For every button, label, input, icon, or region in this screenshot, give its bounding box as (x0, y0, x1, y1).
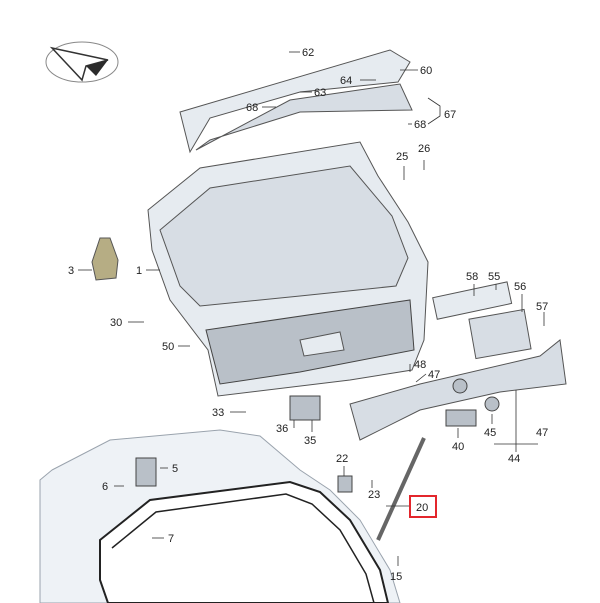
label-68a: 68 (246, 102, 258, 114)
highlight-box-20 (409, 495, 437, 518)
label-44: 44 (508, 453, 520, 465)
trim-panel-44 (349, 339, 567, 441)
latch-35 (289, 395, 321, 421)
label-7: 7 (168, 533, 174, 545)
plate-55 (432, 281, 513, 320)
label-15: 15 (390, 571, 402, 583)
orientation-logo (45, 41, 119, 83)
leader-lines (78, 51, 545, 566)
label-47a: 47 (428, 369, 440, 381)
label-50: 50 (162, 341, 174, 353)
label-47b: 47 (536, 427, 548, 439)
label-3: 3 (68, 265, 74, 277)
label-5: 5 (172, 463, 178, 475)
label-68b: 68 (414, 119, 426, 131)
hinge-5 (135, 457, 157, 487)
plate-56 (468, 308, 532, 360)
label-23: 23 (368, 489, 380, 501)
label-6: 6 (102, 481, 108, 493)
label-62: 62 (302, 47, 314, 59)
label-60: 60 (420, 65, 432, 77)
label-25: 25 (396, 151, 408, 163)
label-67: 67 (444, 109, 456, 121)
label-45: 45 (484, 427, 496, 439)
label-33: 33 (212, 407, 224, 419)
label-63: 63 (314, 87, 326, 99)
label-35: 35 (304, 435, 316, 447)
label-36: 36 (276, 423, 288, 435)
car-body (39, 429, 401, 603)
label-22: 22 (336, 453, 348, 465)
switch-40 (445, 409, 477, 427)
label-26: 26 (418, 143, 430, 155)
callout-labels: 62 60 64 63 68 67 68 26 25 3 1 58 55 56 … (68, 47, 548, 583)
gas-strut-20 (376, 437, 426, 541)
bracket-22 (337, 475, 353, 493)
label-20: 20 (416, 502, 428, 514)
tailgate-1 (147, 141, 429, 397)
label-55: 55 (488, 271, 500, 283)
label-56: 56 (514, 281, 526, 293)
label-1: 1 (136, 265, 142, 277)
label-57: 57 (536, 301, 548, 313)
label-48: 48 (414, 359, 426, 371)
label-40: 40 (452, 441, 464, 453)
label-58: 58 (466, 271, 478, 283)
label-64: 64 (340, 75, 352, 87)
label-30: 30 (110, 317, 122, 329)
camera-45 (484, 396, 500, 412)
spoiler-60 (179, 49, 413, 154)
pouch-3 (91, 237, 119, 281)
